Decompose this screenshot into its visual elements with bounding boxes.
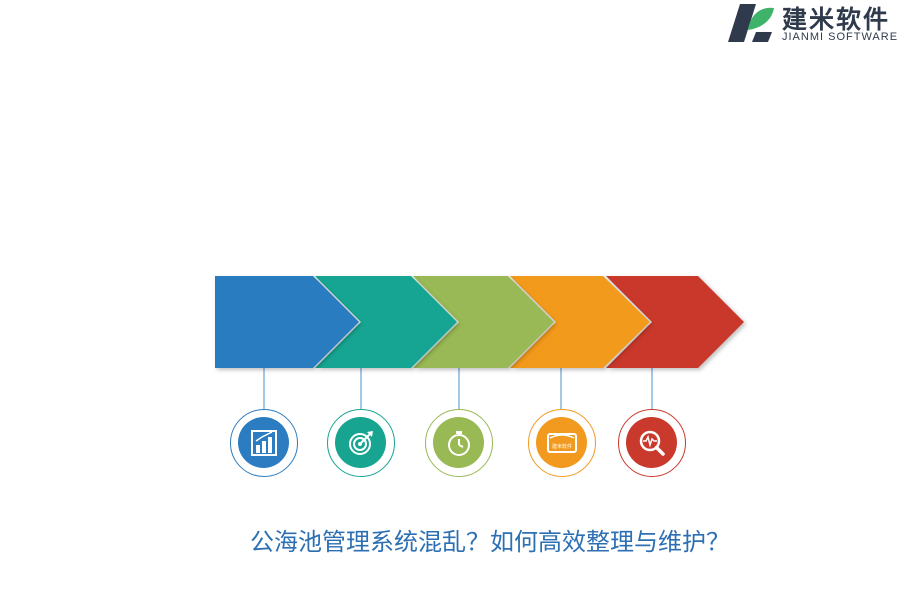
connector-lines <box>263 368 653 410</box>
screen-icon: 建米软件 <box>546 432 577 453</box>
magnifier-icon <box>639 430 665 456</box>
arrow-step-4 <box>510 276 650 368</box>
arrow-step-2 <box>315 276 457 368</box>
page-title: 公海池管理系统混乱？如何高效整理与维护？ <box>250 528 730 556</box>
arrow-step-1 <box>215 276 359 368</box>
stopwatch-icon <box>447 430 470 456</box>
step-2-circle <box>327 409 395 477</box>
step-4-circle: 建米软件 <box>528 409 596 477</box>
step-5-circle <box>618 409 686 477</box>
logo-name-en: JIANMI SOFTWARE <box>782 31 899 43</box>
step-3-circle <box>425 409 493 477</box>
bar-chart-icon <box>250 429 277 456</box>
logo-name-cn: 建米软件 <box>782 5 891 34</box>
logo-mark-icon <box>728 4 774 42</box>
arrow-step-5 <box>606 276 744 368</box>
target-icon <box>348 430 373 455</box>
arrow-step-3 <box>413 276 554 368</box>
step-1-circle <box>230 409 298 477</box>
screen-icon-text: 建米软件 <box>551 443 571 450</box>
brand-logo: 建米软件 JIANMI SOFTWARE <box>726 0 900 48</box>
